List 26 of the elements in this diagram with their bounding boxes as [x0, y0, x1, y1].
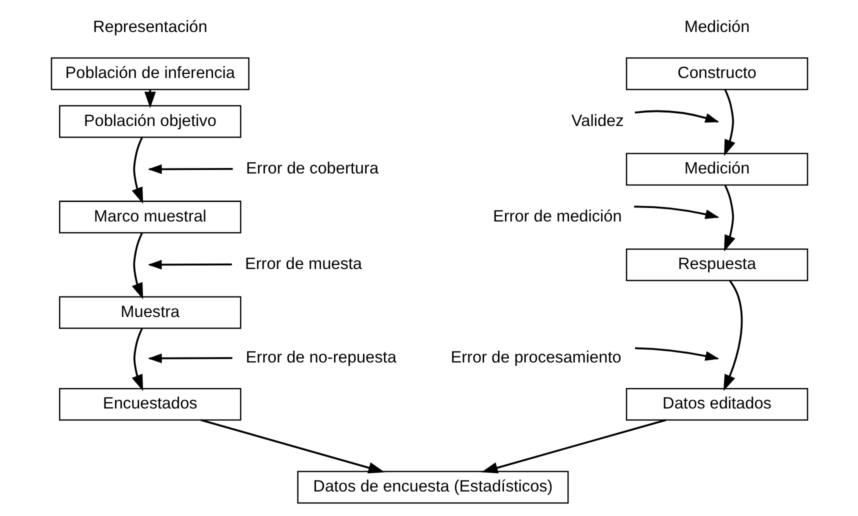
node-text: Validez [570, 111, 624, 130]
node-text: Error de procesamiento [450, 348, 621, 366]
node-box: Población objetivo [58, 104, 241, 138]
arrow [724, 184, 735, 252]
node-box: Población de inferencia [50, 56, 249, 90]
node-text: Error de muesta [244, 254, 362, 273]
label: Representación [92, 18, 207, 36]
node-box: Encuestados [58, 387, 241, 420]
label: Medición [684, 18, 750, 36]
arrow [722, 280, 742, 390]
node-text: Error de no-repuesta [245, 348, 396, 366]
node-box: Datos editados [625, 387, 808, 420]
node-box: Constructo [625, 56, 808, 90]
node-box: Datos de encuesta (Estadísticos) [296, 470, 568, 504]
arrow [724, 88, 735, 156]
node-box: Marco muestral [58, 200, 241, 233]
node-box: Respuesta [625, 248, 808, 281]
node-box: Muestra [58, 296, 241, 328]
node-text: Error de cobertura [246, 159, 378, 178]
arrow [480, 418, 666, 473]
node-box: Medición [625, 152, 808, 186]
node-text: Error de medición [492, 206, 622, 225]
arrow [131, 328, 143, 391]
arrow [131, 136, 143, 204]
arrow [200, 418, 384, 473]
arrow [131, 232, 143, 299]
